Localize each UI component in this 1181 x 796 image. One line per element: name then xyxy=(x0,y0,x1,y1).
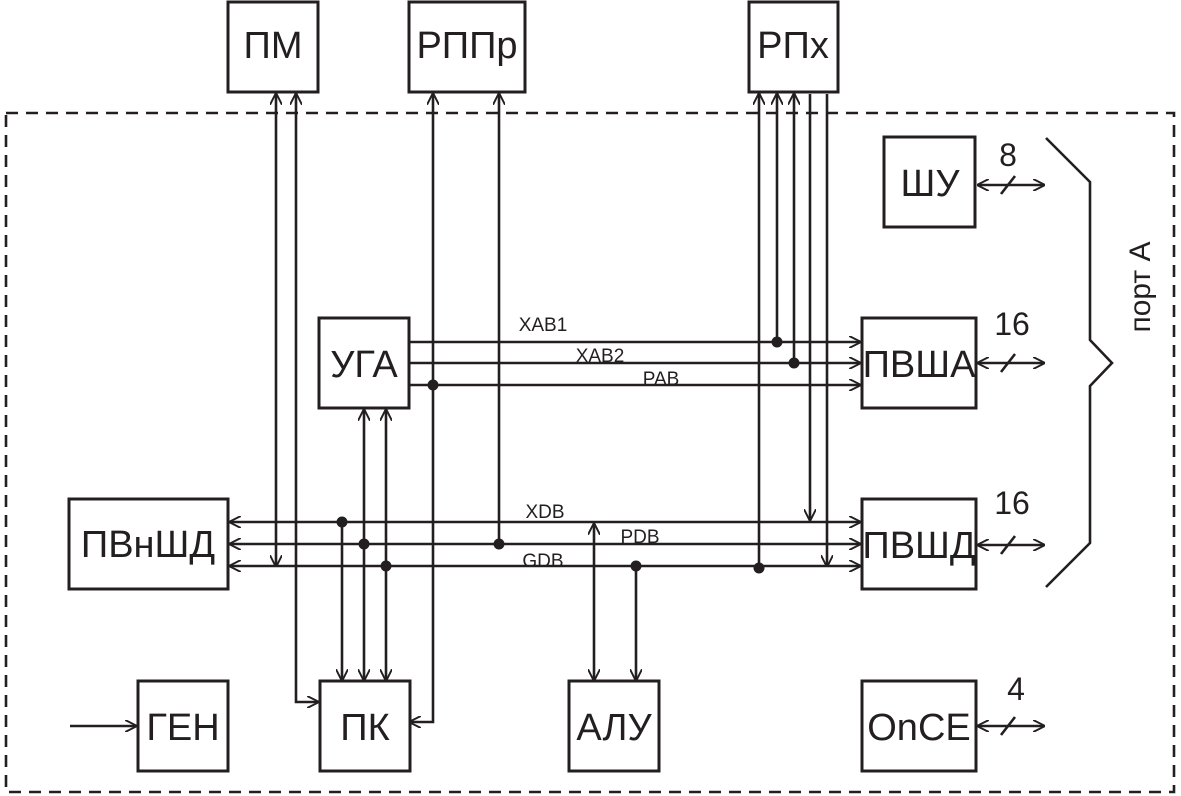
junctions xyxy=(336,336,800,574)
pvsha-port-slash xyxy=(999,353,1017,373)
width-label-once: 4 xyxy=(1007,671,1025,707)
block-once: OnCE xyxy=(860,679,978,773)
block-pm-label: ПМ xyxy=(244,25,303,67)
width-label-pvsha: 16 xyxy=(994,306,1030,342)
bus-label-xab2: XAB2 xyxy=(576,346,625,367)
bus-label-pdb: PDB xyxy=(620,527,659,548)
block-pvsha: ПВША xyxy=(860,316,978,410)
pm-pk-line-2 xyxy=(296,94,318,702)
junction-dot xyxy=(493,538,505,550)
block-pk-label: ПК xyxy=(340,707,389,749)
block-pk: ПК xyxy=(318,679,412,773)
width-label-shu: 8 xyxy=(999,137,1017,173)
junction-dot xyxy=(336,516,348,528)
junction-dot xyxy=(630,560,642,572)
junction-dot xyxy=(753,562,765,574)
core-boundary xyxy=(4,111,1176,794)
junction-dot xyxy=(358,538,370,550)
block-pvnshd: ПВнШД xyxy=(67,497,230,591)
bus-label-pab: PAB xyxy=(643,369,680,390)
pvshd-port-slash xyxy=(999,535,1017,555)
block-gen-label: ГЕН xyxy=(146,707,219,749)
junction-dot xyxy=(788,357,800,369)
block-pm: ПМ xyxy=(226,0,320,94)
block-alu-label: АЛУ xyxy=(576,707,652,749)
bus-label-xab1: XAB1 xyxy=(519,315,568,336)
junction-dot xyxy=(771,336,783,348)
block-pvshd-label: ПВШД xyxy=(862,525,975,567)
block-gen: ГЕН xyxy=(136,679,230,773)
bus-label-gdb: GDB xyxy=(522,551,563,572)
port-a-label: порт А xyxy=(1124,241,1157,332)
width-label-pvshd: 16 xyxy=(994,485,1030,521)
junction-dot xyxy=(427,379,439,391)
block-rppr: РППр xyxy=(407,0,527,94)
block-alu: АЛУ xyxy=(567,679,661,773)
block-shu: ШУ xyxy=(882,135,977,229)
block-once-label: OnCE xyxy=(867,707,970,749)
block-rppr-label: РППр xyxy=(416,25,517,67)
port-a-brace xyxy=(1045,137,1114,588)
block-pvsha-label: ПВША xyxy=(863,344,976,386)
junction-dot xyxy=(380,560,392,572)
block-uga-label: УГА xyxy=(330,344,398,386)
block-rpx: РПх xyxy=(747,0,840,94)
shu-port-slash xyxy=(999,175,1017,195)
block-uga: УГА xyxy=(317,316,411,410)
rppr-pk-line xyxy=(410,94,433,722)
block-pvshd: ПВШД xyxy=(860,497,978,591)
bus-label-xdb: XDB xyxy=(525,502,564,523)
block-rpx-label: РПх xyxy=(757,25,829,67)
once-port-slash xyxy=(999,716,1017,736)
block-shu-label: ШУ xyxy=(901,163,961,205)
block-pvnshd-label: ПВнШД xyxy=(81,524,215,566)
